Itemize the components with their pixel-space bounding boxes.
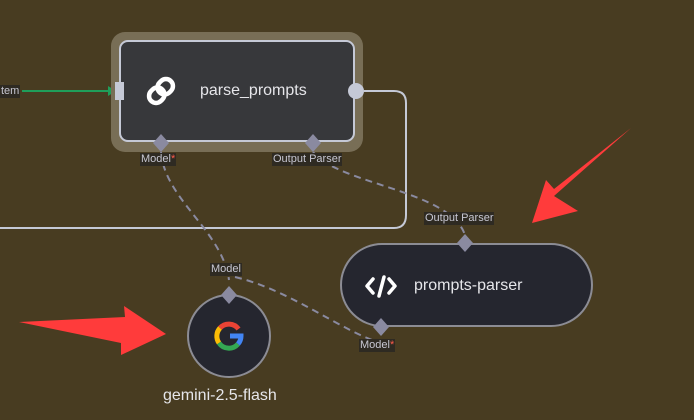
gemini-title: gemini-2.5-flash bbox=[163, 387, 277, 404]
link-icon bbox=[146, 76, 176, 106]
required-mark: * bbox=[170, 153, 176, 165]
prompts-parser-model-label: Model* bbox=[359, 339, 396, 352]
gemini-model-label: Model bbox=[210, 263, 242, 276]
prompts-parser-title: prompts-parser bbox=[414, 277, 523, 294]
annotation-arrow-right bbox=[532, 128, 631, 223]
parser-model-connection-edge[interactable] bbox=[234, 276, 379, 343]
parse-prompts-output-handle[interactable] bbox=[348, 83, 364, 99]
parse-prompts-input-handle[interactable] bbox=[115, 82, 124, 100]
required-mark: * bbox=[389, 339, 395, 351]
prompts-parser-output-parser-handle[interactable] bbox=[457, 234, 473, 252]
parse-prompts-title: parse_prompts bbox=[200, 82, 307, 99]
gemini-node[interactable] bbox=[187, 294, 271, 378]
prompts-parser-output-parser-label: Output Parser bbox=[424, 212, 495, 225]
main-connection-edge[interactable] bbox=[0, 90, 407, 229]
parse-prompts-model-handle[interactable] bbox=[153, 134, 169, 152]
model-label-text: Model bbox=[141, 153, 171, 165]
incoming-edge-label: tem bbox=[0, 85, 21, 98]
google-icon bbox=[214, 321, 244, 351]
gemini-model-handle[interactable] bbox=[221, 286, 237, 304]
annotation-arrow-left bbox=[19, 306, 166, 355]
model-connection-edge[interactable] bbox=[160, 151, 230, 281]
parse-prompts-output-parser-handle[interactable] bbox=[305, 134, 321, 152]
model-label-text: Model bbox=[360, 339, 390, 351]
parse-prompts-output-parser-label: Output Parser bbox=[272, 153, 343, 166]
code-icon bbox=[365, 275, 397, 298]
prompts-parser-model-handle[interactable] bbox=[373, 318, 389, 336]
parse-prompts-model-label: Model* bbox=[140, 153, 177, 166]
